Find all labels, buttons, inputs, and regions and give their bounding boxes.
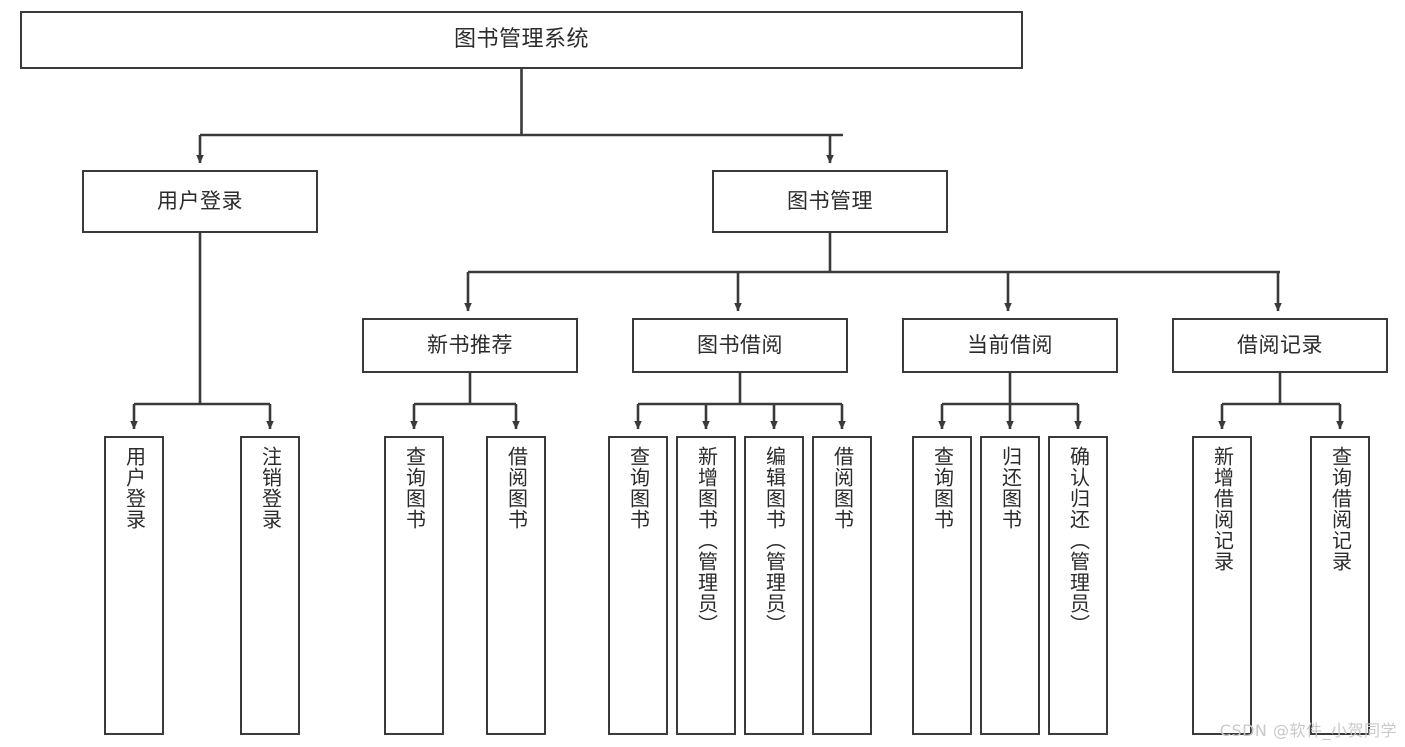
node-new-book-recommend[interactable]: 新书推荐 xyxy=(362,318,578,373)
node-label: 新增借阅记录 xyxy=(1210,446,1235,572)
node-book-manage[interactable]: 图书管理 xyxy=(712,170,948,233)
leaf-node-add-book[interactable]: 新增图书（管理员） xyxy=(676,436,736,735)
node-label: 归还图书 xyxy=(998,446,1023,530)
node-label: 编辑图书（管理员） xyxy=(762,446,787,635)
leaf-node-add-borrow-record[interactable]: 新增借阅记录 xyxy=(1192,436,1252,735)
node-label: 当前借阅 xyxy=(967,333,1053,358)
leaf-node-query-book-recommend[interactable]: 查询图书 xyxy=(384,436,444,735)
node-label: 用户登录 xyxy=(122,446,147,530)
node-label: 借阅记录 xyxy=(1237,333,1323,358)
node-book-management-system[interactable]: 图书管理系统 xyxy=(20,11,1023,69)
node-current-borrow[interactable]: 当前借阅 xyxy=(902,318,1118,373)
leaf-node-borrow-book-recommend[interactable]: 借阅图书 xyxy=(486,436,546,735)
watermark-text: CSDN @软件_小贺同学 xyxy=(1219,721,1397,740)
node-label: 图书管理系统 xyxy=(453,27,589,53)
node-label: 查询图书 xyxy=(626,446,651,530)
leaf-node-return-book[interactable]: 归还图书 xyxy=(980,436,1040,735)
leaf-node-confirm-return[interactable]: 确认归还（管理员） xyxy=(1048,436,1108,735)
leaf-node-user-login[interactable]: 用户登录 xyxy=(104,436,164,735)
node-label: 借阅图书 xyxy=(504,446,529,530)
node-label: 新增图书（管理员） xyxy=(694,446,719,635)
node-label: 注销登录 xyxy=(258,446,283,530)
node-book-borrow[interactable]: 图书借阅 xyxy=(632,318,848,373)
node-label: 图书借阅 xyxy=(697,333,783,358)
leaf-node-query-book-borrow[interactable]: 查询图书 xyxy=(608,436,668,735)
leaf-node-edit-book[interactable]: 编辑图书（管理员） xyxy=(744,436,804,735)
node-label: 用户登录 xyxy=(157,189,243,214)
node-label: 图书管理 xyxy=(787,189,873,214)
node-label: 新书推荐 xyxy=(427,333,513,358)
leaf-node-logout[interactable]: 注销登录 xyxy=(240,436,300,735)
node-user-login[interactable]: 用户登录 xyxy=(82,170,318,233)
node-label: 查询图书 xyxy=(402,446,427,530)
leaf-node-query-borrow-record[interactable]: 查询借阅记录 xyxy=(1310,436,1370,735)
node-label: 确认归还（管理员） xyxy=(1066,446,1091,635)
node-label: 查询借阅记录 xyxy=(1328,446,1353,572)
node-label: 借阅图书 xyxy=(830,446,855,530)
node-label: 查询图书 xyxy=(930,446,955,530)
node-borrow-record[interactable]: 借阅记录 xyxy=(1172,318,1388,373)
leaf-node-borrow-book[interactable]: 借阅图书 xyxy=(812,436,872,735)
leaf-node-query-book-current[interactable]: 查询图书 xyxy=(912,436,972,735)
